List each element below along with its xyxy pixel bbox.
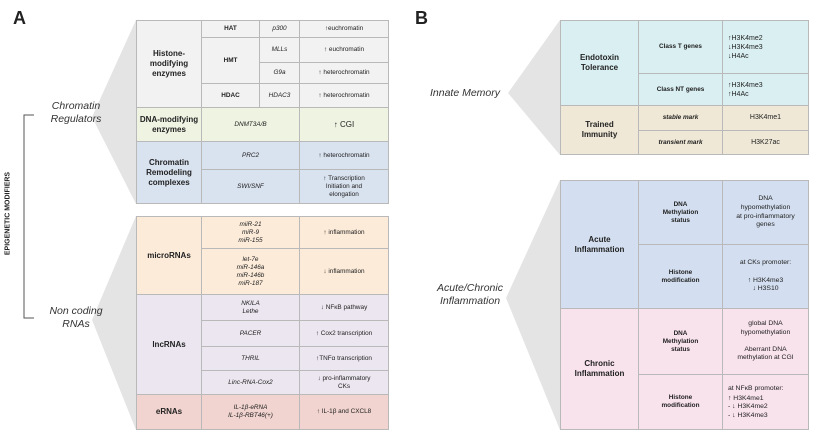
class-nt-label: Class NT genes bbox=[639, 74, 723, 106]
nkila-lethe: NKILA Lethe bbox=[202, 295, 300, 321]
acute-chronic-label: Acute/Chronic Inflammation bbox=[437, 282, 503, 307]
pacer-label: PACER bbox=[202, 321, 300, 347]
p300-label: p300 bbox=[260, 21, 300, 38]
class-nt-effect: ↑H3K4me3 ↑H4Ac bbox=[723, 74, 808, 106]
ernas-category: eRNAs bbox=[137, 395, 202, 429]
chromatin-funnel bbox=[92, 20, 136, 204]
swisnf-effect: ↑ Transcription Initiation and elongatio… bbox=[300, 170, 388, 203]
noncoding-table: microRNAs miiR-21 miR-9 miR-155 ↑ inflam… bbox=[136, 216, 389, 430]
transient-mark-value: H3K27ac bbox=[723, 131, 808, 154]
prc2-label: PRC2 bbox=[202, 142, 300, 170]
mlls-effect: ↑ euchromatin bbox=[300, 38, 388, 63]
innate-memory-table: Endotoxin Tolerance Class T genes ↑H3K4m… bbox=[560, 20, 809, 155]
hdac3-label: HDAC3 bbox=[260, 84, 300, 108]
trained-immunity-category: Trained Immunity bbox=[561, 106, 639, 154]
chronic-histone-cell: at NFκB promoter: ↑ H3K4me1 - ↓ H3K4me2 … bbox=[723, 375, 808, 429]
histone-modifying-category: Histone- modifying enzymes bbox=[137, 21, 202, 108]
dna-modifying-category: DNA-modifying enzymes bbox=[137, 108, 202, 142]
chromatin-regulators-label: Chromatin Regulators bbox=[50, 100, 102, 125]
mirna-group2: let-7e miR-146a miR-146b miR-187 bbox=[202, 249, 300, 295]
cgi-effect: ↑ CGI bbox=[300, 108, 388, 142]
transient-mark-label: transient mark bbox=[639, 131, 723, 154]
linc-rna-cox2-effect: ↓ pro-inflammatory CKs bbox=[300, 371, 388, 395]
stable-mark-value: H3K4me1 bbox=[723, 106, 808, 131]
thril-effect: ↑TNFα transcription bbox=[300, 347, 388, 371]
chronic-dna-value: global DNA hypomethylation Aberrant DNA … bbox=[723, 309, 808, 375]
modifiers-bracket bbox=[23, 114, 34, 319]
class-t-effect: ↑H3K4me2 ↓H3K4me3 ↓H4Ac bbox=[723, 21, 808, 74]
swisnf-label: SWI/SNF bbox=[202, 170, 300, 203]
nkila-effect: ↓ NFκB pathway bbox=[300, 295, 388, 321]
hdac3-effect: ↑ heterochromatin bbox=[300, 84, 388, 108]
linc-rna-cox2-label: Linc-RNA-Cox2 bbox=[202, 371, 300, 395]
acute-inflammation-category: Acute Inflammation bbox=[561, 181, 639, 309]
chromatin-remodeling-category: Chromatin Remodeling complexes bbox=[137, 142, 202, 203]
mirna-group1-effect: ↑ inflammation bbox=[300, 217, 388, 249]
chronic-histone-label: Histone modification bbox=[639, 375, 723, 429]
g9a-label: G9a bbox=[260, 63, 300, 84]
panel-b-letter: B bbox=[415, 8, 428, 28]
hdac-label: HDAC bbox=[202, 84, 260, 108]
chronic-inflammation-category: Chronic Inflammation bbox=[561, 309, 639, 429]
thril-label: THRIL bbox=[202, 347, 300, 371]
acute-histone-label: Histone modification bbox=[639, 245, 723, 309]
class-t-label: Class T genes bbox=[639, 21, 723, 74]
hat-label: HAT bbox=[202, 21, 260, 38]
epigenetic-modifiers-label: EPIGENETIC MODIFIERS bbox=[4, 171, 12, 256]
stable-mark-label: stable mark bbox=[639, 106, 723, 131]
dnmt3-label: DNMT3A/B bbox=[202, 108, 300, 142]
chromatin-table: Histone- modifying enzymes HAT p300 ↑euc… bbox=[136, 20, 389, 204]
lncrnas-category: lncRNAs bbox=[137, 295, 202, 395]
mirna-group1: miiR-21 miR-9 miR-155 bbox=[202, 217, 300, 249]
panel-a-letter: A bbox=[13, 8, 26, 28]
innate-memory-label: Innate Memory bbox=[429, 87, 501, 99]
inflammation-table: Acute Inflammation DNA Methylation statu… bbox=[560, 180, 809, 430]
chronic-histone-title: at NFκB promoter: bbox=[728, 384, 784, 392]
inflammation-funnel bbox=[506, 180, 560, 430]
micrornas-category: microRNAs bbox=[137, 217, 202, 295]
mirna-group2-effect: ↓ inflammation bbox=[300, 249, 388, 295]
acute-dna-value: DNA hypomethylation at pro-inflammatory … bbox=[723, 181, 808, 245]
innate-funnel bbox=[508, 20, 560, 155]
non-coding-rnas-label: Non coding RNAs bbox=[49, 305, 103, 330]
p300-effect: ↑euchromatin bbox=[300, 21, 388, 38]
acute-histone-value: at CKs promoter: ↑ H3K4me3 ↓ H3S10 bbox=[723, 245, 808, 309]
chronic-histone-value: ↑ H3K4me1 - ↓ H3K4me2 - ↓ H3K4me3 bbox=[728, 394, 768, 419]
g9a-effect: ↑ heterochromatin bbox=[300, 63, 388, 84]
ernas-items: IL-1β-eRNA IL-1β-RBT46(+) bbox=[202, 395, 300, 429]
prc2-effect: ↑ heterochromatin bbox=[300, 142, 388, 170]
endotoxin-category: Endotoxin Tolerance bbox=[561, 21, 639, 106]
acute-dna-label: DNA Methylation status bbox=[639, 181, 723, 245]
pacer-effect: ↑ Cox2 transcription bbox=[300, 321, 388, 347]
noncoding-funnel bbox=[92, 216, 136, 430]
ernas-effect: ↑ IL-1β and CXCL8 bbox=[300, 395, 388, 429]
hmt-label: HMT bbox=[202, 38, 260, 84]
chronic-dna-label: DNA Methylation status bbox=[639, 309, 723, 375]
mlls-label: MLLs bbox=[260, 38, 300, 63]
